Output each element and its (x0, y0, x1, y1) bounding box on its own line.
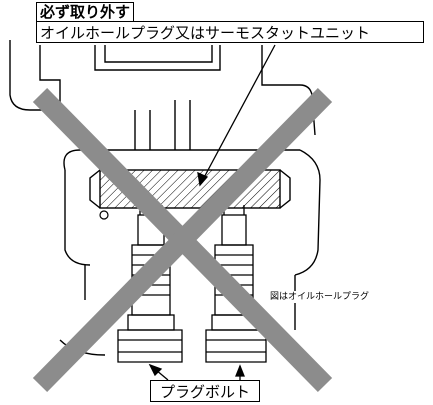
leader-lines (148, 44, 276, 381)
cross-out-mark (32, 87, 333, 393)
plug-bolt-label: プラグボルト (150, 380, 260, 402)
figure-caption: 図はオイルホールプラグ (270, 291, 370, 303)
callout-title: 必ず取り外す (36, 2, 135, 21)
callout-subtitle: オイルホールプラグ又はサーモスタットユニット (36, 21, 424, 43)
